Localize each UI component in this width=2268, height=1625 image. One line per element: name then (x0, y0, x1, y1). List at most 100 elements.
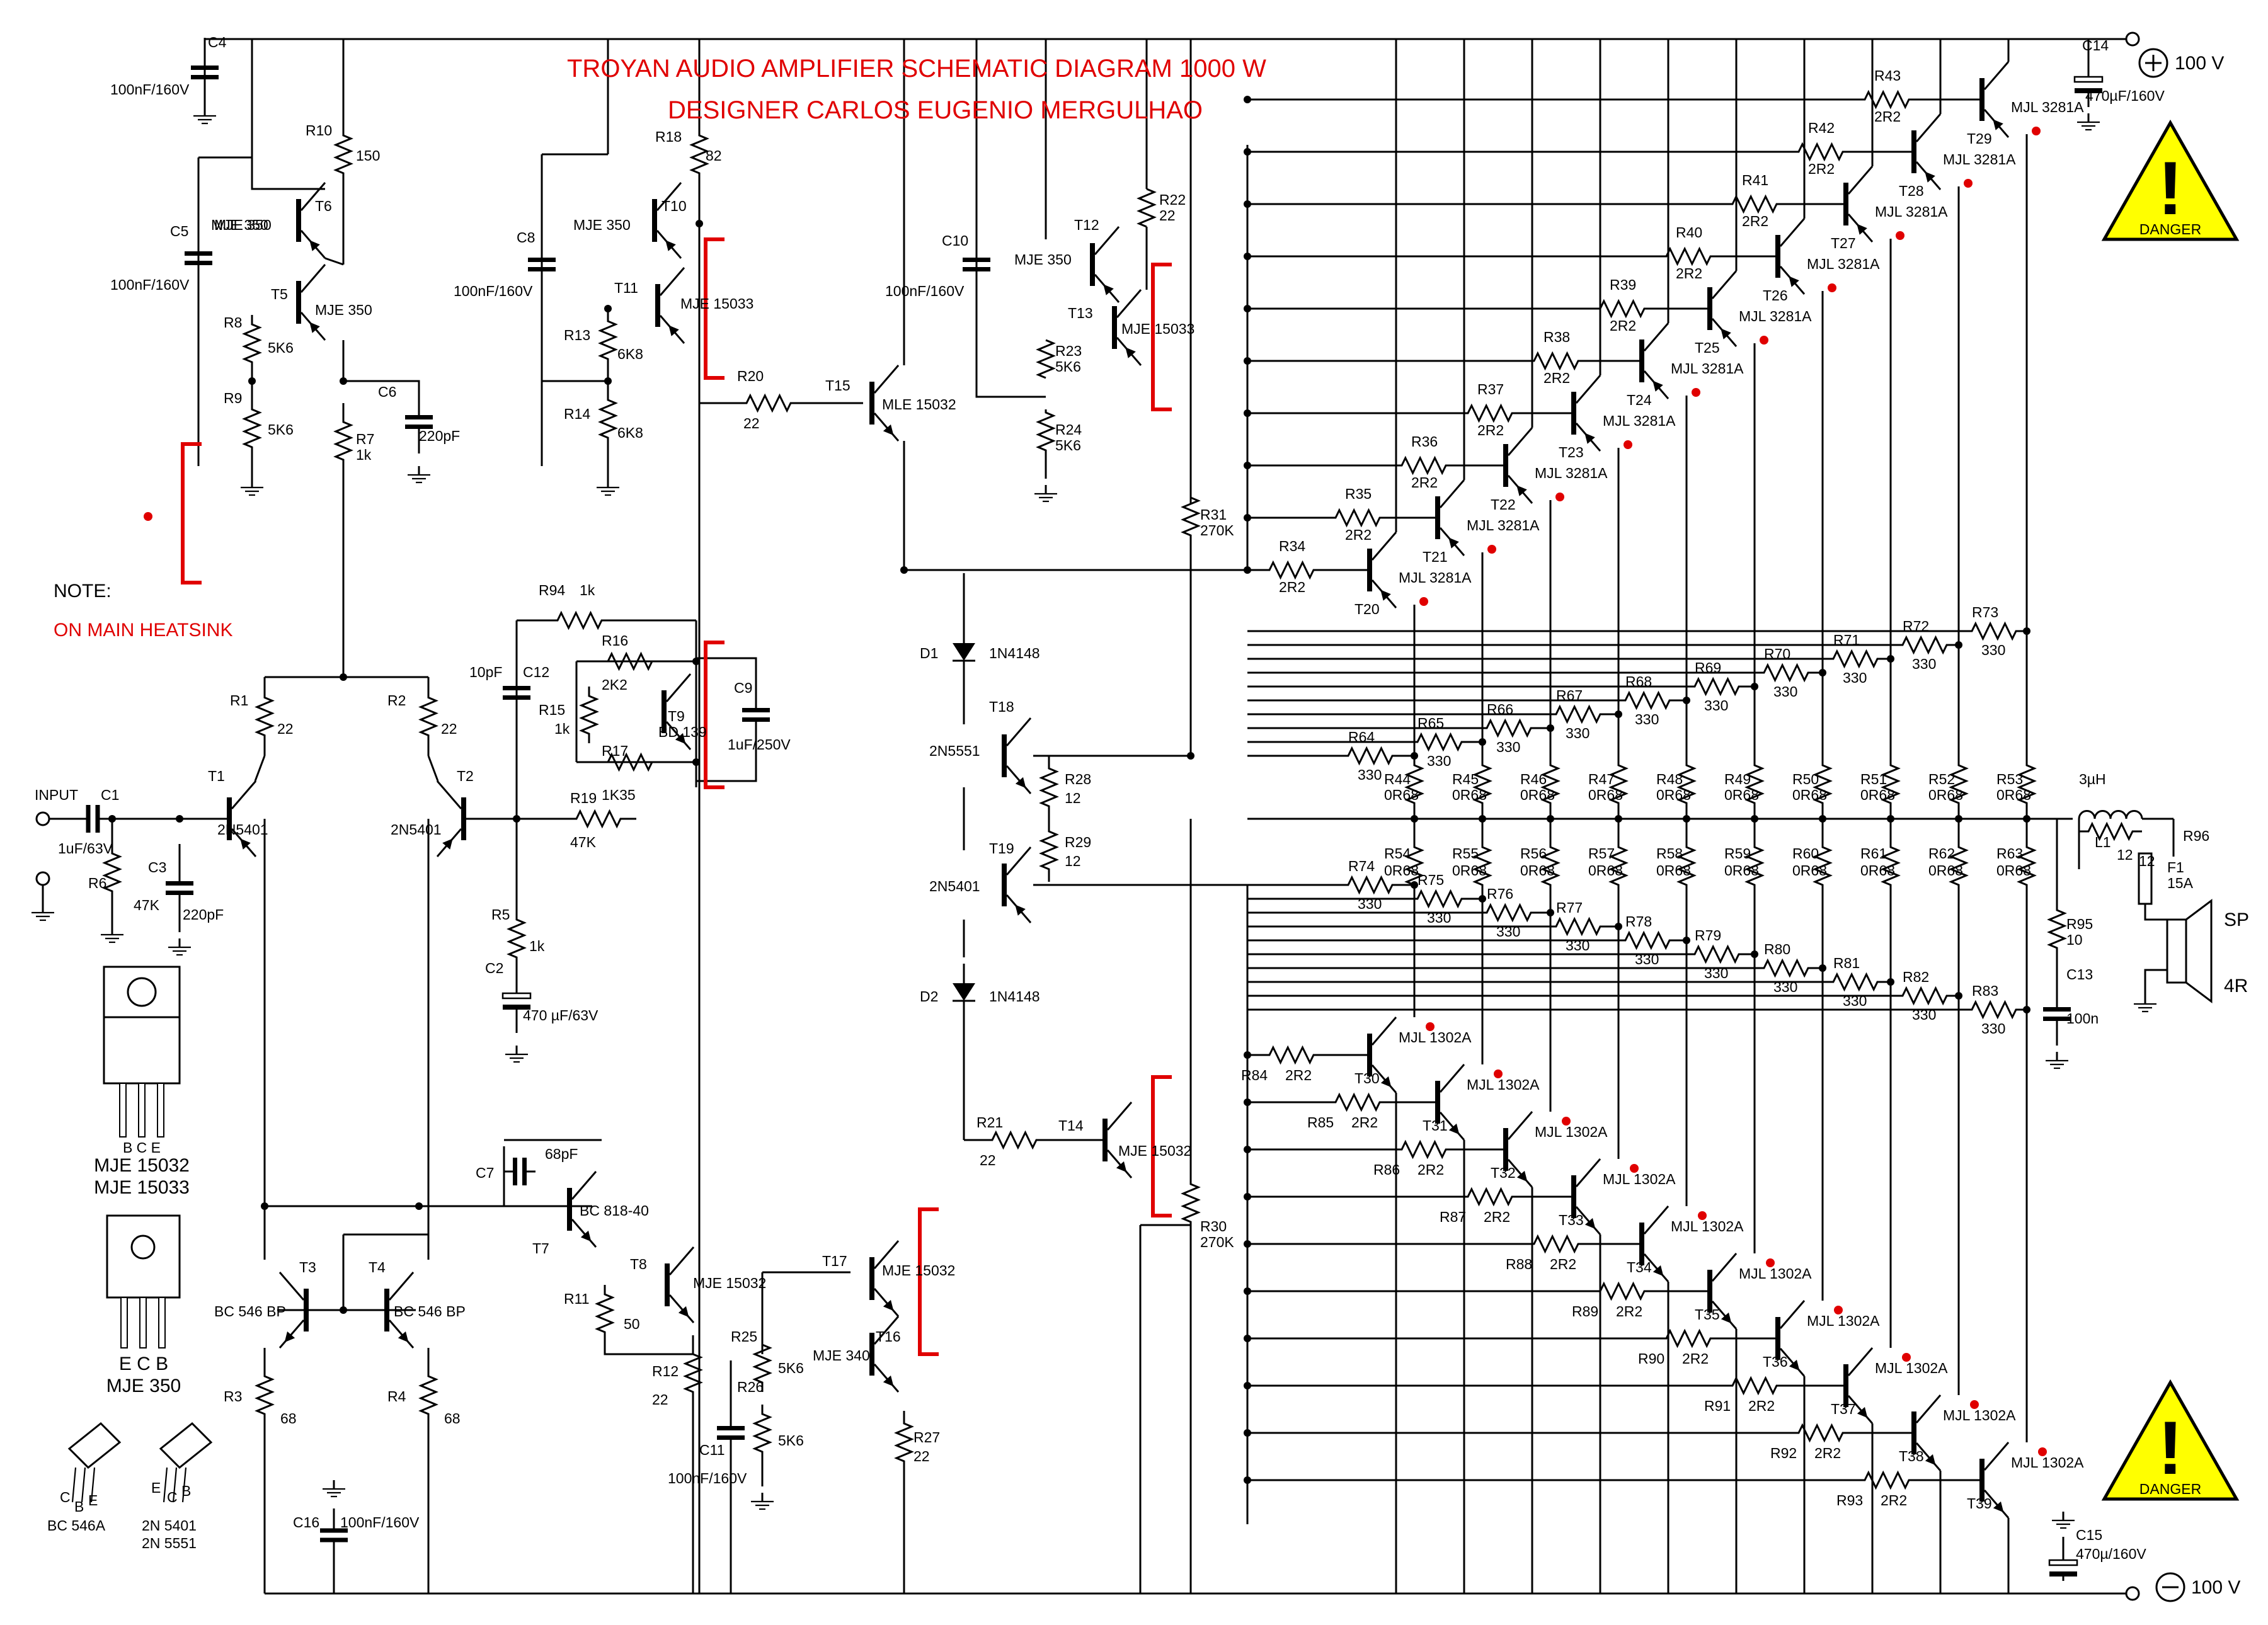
transistor-lead (1116, 289, 1142, 318)
ref-r34: R34 (1279, 538, 1305, 554)
to92-b-pin (163, 1467, 168, 1503)
inductor-l1 (2125, 810, 2143, 819)
val-r37: 2R2 (1477, 422, 1504, 438)
ref-r28: R28 (1065, 771, 1091, 787)
resistor-r19 (561, 809, 636, 829)
resistor-r45 (1472, 756, 1492, 812)
resistor-r60 (1813, 838, 1833, 894)
resistor-r94 (542, 610, 617, 630)
val-r62: 0R68 (1928, 862, 1963, 879)
to220-pin (157, 1083, 164, 1138)
transistor-lead (1847, 166, 1874, 195)
val-t4: BC 546 BP (394, 1303, 466, 1320)
val-c16: 100nF/160V (340, 1514, 420, 1531)
resistor-r82 (1896, 986, 1953, 1006)
transistor-t11 (655, 267, 685, 344)
transistor-base-bar (1002, 864, 1007, 906)
capacitor-c2 (503, 1005, 530, 1010)
resistor-r24 (1036, 409, 1056, 453)
val-r16: 2K2 (602, 676, 627, 693)
transistor-lead (1643, 1253, 1670, 1282)
ref-r17: R17 (602, 743, 628, 759)
val-c14: 470µF/160V (2085, 88, 2165, 104)
junction-dot (1244, 357, 1251, 365)
wire (324, 257, 344, 266)
val-r59: 0R68 (1724, 862, 1759, 879)
wire (254, 755, 266, 782)
resistor-r49 (1744, 756, 1765, 812)
val-r84: 2R2 (1285, 1067, 1312, 1083)
wire (696, 657, 757, 693)
part-t26: MJL 3281A (1807, 256, 1880, 272)
ref-t11: T11 (614, 280, 638, 296)
resistor-r86 (1392, 1139, 1455, 1160)
input-terminal (35, 811, 50, 826)
transistor-lead (1575, 375, 1601, 404)
junction-dot (1683, 937, 1690, 944)
transistor-lead (873, 1364, 900, 1393)
capacitor-c7 (513, 1158, 517, 1185)
val-r42: 2R2 (1808, 161, 1835, 177)
component-layer (32, 31, 2240, 1602)
val-r43: 2R2 (1874, 108, 1901, 125)
resistor-r57 (1608, 838, 1629, 894)
transistor-lead (1371, 1017, 1397, 1046)
val-r30: 270K (1200, 1234, 1234, 1250)
transistor-base-bar (1503, 1128, 1508, 1171)
part-t36: MJL 1302A (1807, 1313, 1880, 1329)
ref-c2: C2 (485, 960, 503, 976)
val-r57: 0R68 (1588, 862, 1623, 879)
minus-rail-terminal (2125, 1586, 2140, 1601)
val-r3: 68 (280, 1410, 297, 1427)
capacitor-c16 (320, 1528, 348, 1533)
resistor-r41 (1723, 194, 1786, 214)
resistor-r89 (1591, 1281, 1654, 1301)
val-r76: 330 (1496, 923, 1520, 940)
resistor-r84 (1260, 1045, 1323, 1065)
resistor-r51 (1881, 756, 1901, 812)
ref-r18: R18 (655, 128, 682, 145)
junction-dot (1479, 738, 1486, 746)
ref-r37: R37 (1477, 381, 1504, 397)
ref-t34: T34 (1627, 1259, 1652, 1275)
transistor-t20 (1367, 532, 1397, 608)
to220-part-1: MJE 15032 (94, 1155, 190, 1176)
val-r48: 0R68 (1656, 787, 1691, 803)
val-c11: 100nF/160V (668, 1470, 747, 1486)
wire (427, 755, 439, 782)
val-r73: 330 (1981, 642, 2005, 658)
transistor-t21 (1435, 479, 1465, 556)
part-t35: MJL 1302A (1739, 1265, 1812, 1282)
ref-d2: D2 (920, 988, 938, 1005)
val-r15: 1k (554, 721, 570, 737)
val-r9: 5K6 (268, 421, 294, 438)
transistor-base-bar (1639, 339, 1644, 382)
transistor-t13 (1112, 289, 1142, 366)
resistor-r2 (418, 677, 438, 756)
transistor-t8 (665, 1246, 695, 1323)
capacitor-c11 (717, 1435, 745, 1440)
transistor-t36 (1775, 1300, 1806, 1377)
transistor-lead (1507, 1111, 1533, 1140)
ref-r7: R7 (356, 431, 374, 447)
transistor-arrow (668, 325, 679, 336)
junction-dot (415, 1202, 423, 1210)
val-r75: 330 (1427, 909, 1451, 926)
val-r25: 5K6 (778, 1360, 804, 1376)
transistor-base-bar (1775, 235, 1780, 278)
plus-rail-label: 100 V (2175, 53, 2224, 74)
resistor-r78 (1619, 930, 1676, 950)
ref-c12: C12 (523, 664, 549, 680)
transistor-lead (1643, 322, 1670, 351)
transistor-base-bar (1367, 549, 1372, 591)
ref-r77: R77 (1556, 899, 1583, 916)
transistor-t35 (1707, 1253, 1738, 1330)
ref-r79: R79 (1695, 927, 1721, 944)
transistor-arrow (1516, 1170, 1528, 1182)
transistor-lead (1847, 1395, 1874, 1424)
junction-dot (1411, 815, 1418, 823)
transistor-lead (1983, 1442, 2010, 1471)
val-r61: 0R68 (1860, 862, 1895, 879)
resistor-r26 (752, 1405, 772, 1461)
